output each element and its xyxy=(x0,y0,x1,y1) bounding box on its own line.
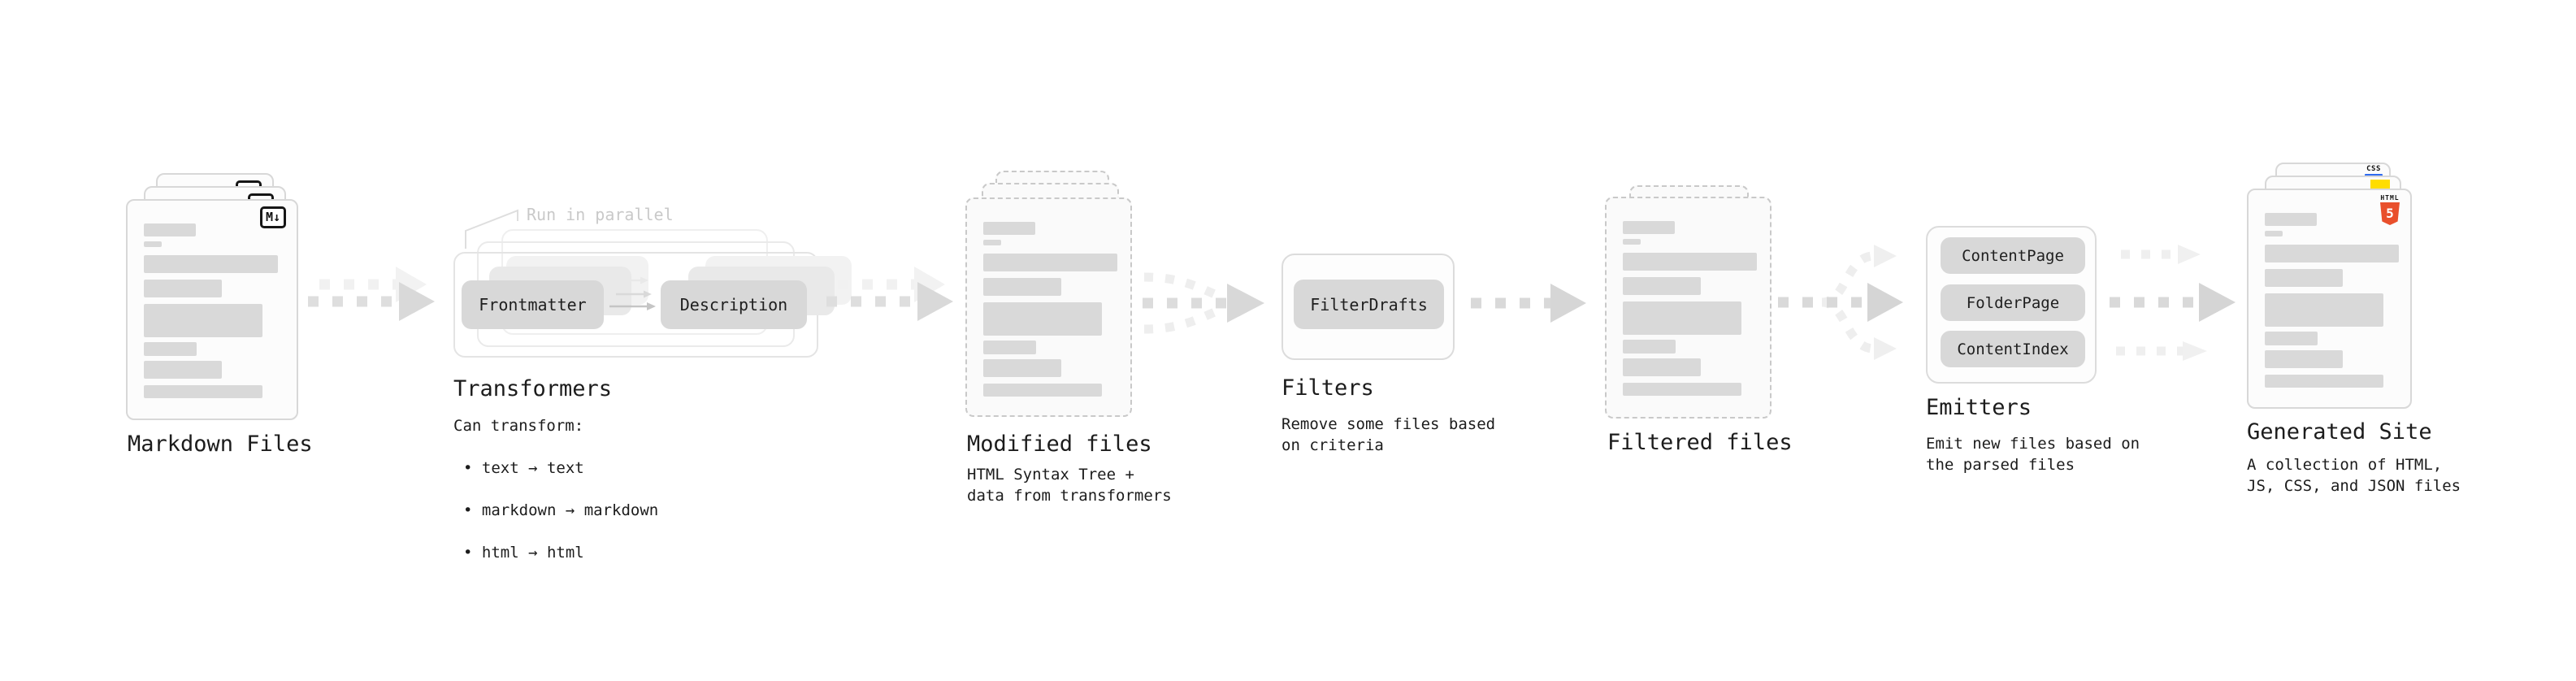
text-line-placeholder xyxy=(983,240,1001,245)
text-line-placeholder xyxy=(983,359,1061,377)
text-line-placeholder xyxy=(144,255,278,273)
run-in-parallel-note: Run in parallel xyxy=(527,205,674,224)
description-chip-label: Description xyxy=(679,295,788,314)
text-line-placeholder xyxy=(144,280,222,297)
filterdrafts-chip: FilterDrafts xyxy=(1294,280,1444,329)
text-line-placeholder xyxy=(2265,293,2383,327)
folderpage-chip-label: FolderPage xyxy=(1966,293,2060,312)
transformers-heading: Can transform: xyxy=(453,417,584,435)
text-line-placeholder xyxy=(1623,239,1641,245)
text-line-placeholder xyxy=(1623,358,1701,376)
text-line-placeholder xyxy=(2265,245,2399,262)
arrow-markdown-to-transformers xyxy=(308,267,435,321)
text-line-placeholder xyxy=(1623,277,1701,295)
text-line-placeholder xyxy=(983,278,1061,296)
emitters-title: Emitters xyxy=(1926,395,2032,420)
transformers-bullet: • markdown → markdown xyxy=(463,501,659,519)
text-line-placeholder xyxy=(144,223,196,236)
text-line-placeholder xyxy=(1623,383,1741,396)
generated-site-title: Generated Site xyxy=(2247,419,2432,445)
transformers-bullet: • text → text xyxy=(463,459,584,477)
arrow-filters-to-filtered xyxy=(1471,284,1586,323)
text-line-placeholder xyxy=(144,304,262,337)
contentindex-chip: ContentIndex xyxy=(1941,331,2085,367)
filtered-files-title: Filtered files xyxy=(1607,430,1793,455)
filtered-file-card xyxy=(1605,197,1772,419)
text-line-placeholder xyxy=(1623,301,1741,335)
run-in-parallel-callout-line xyxy=(465,209,518,249)
text-line-placeholder xyxy=(983,222,1035,235)
transformer-step-arrows xyxy=(609,276,656,310)
html5-shield: 5 xyxy=(2380,202,2400,225)
text-line-placeholder xyxy=(144,361,222,379)
filters-title: Filters xyxy=(1281,375,1374,401)
filters-subtitle: Remove some files based on criteria xyxy=(1281,415,1496,454)
markdown-file-card: M↓ xyxy=(126,199,298,420)
transformers-title: Transformers xyxy=(453,376,613,401)
css-icon-label: CSS xyxy=(2366,165,2381,173)
text-line-placeholder xyxy=(2265,269,2343,287)
frontmatter-chip: Frontmatter xyxy=(462,280,604,329)
html5-icon-label: HTML xyxy=(2380,194,2400,202)
emitters-subtitle: Emit new files based on the parsed files xyxy=(1926,435,2140,474)
text-line-placeholder xyxy=(144,385,262,398)
modified-file-card xyxy=(965,197,1132,417)
generated-file-card-html: HTML 5 xyxy=(2247,189,2412,409)
arrows-emitters-to-generated xyxy=(2110,245,2236,361)
text-line-placeholder xyxy=(983,340,1036,354)
text-line-placeholder xyxy=(983,302,1102,336)
text-line-placeholder xyxy=(144,342,197,356)
arrow-filtered-to-emitters-fanout xyxy=(1778,245,1903,360)
html5-icon: HTML 5 xyxy=(2379,194,2400,225)
contentindex-chip-label: ContentIndex xyxy=(1957,340,2069,358)
text-line-placeholder xyxy=(1623,221,1675,234)
text-line-placeholder xyxy=(983,254,1117,271)
js-icon xyxy=(2370,180,2390,189)
text-line-placeholder xyxy=(2265,332,2318,345)
markdown-files-title: Markdown Files xyxy=(128,432,313,457)
text-line-placeholder xyxy=(1623,340,1676,354)
filterdrafts-chip-label: FilterDrafts xyxy=(1310,294,1428,314)
text-line-placeholder xyxy=(2265,231,2283,236)
modified-files-title: Modified files xyxy=(967,432,1152,457)
html5-digit: 5 xyxy=(2386,206,2394,221)
transformers-bullet-list: • text → text • markdown → markdown • ht… xyxy=(463,436,658,584)
folderpage-chip: FolderPage xyxy=(1941,284,2085,321)
arrow-modified-to-filters-merge xyxy=(1143,272,1264,334)
contentpage-chip: ContentPage xyxy=(1941,237,2085,274)
generated-site-subtitle: A collection of HTML, JS, CSS, and JSON … xyxy=(2247,456,2461,495)
text-line-placeholder xyxy=(144,241,162,247)
description-chip: Description xyxy=(661,280,807,329)
text-line-placeholder xyxy=(2265,375,2383,388)
modified-files-subtitle: HTML Syntax Tree + data from transformer… xyxy=(967,466,1172,505)
markdown-icon: M↓ xyxy=(259,206,286,228)
arrow-transformers-to-modified xyxy=(826,267,953,321)
transformers-bullet: • html → html xyxy=(463,544,584,562)
text-line-placeholder xyxy=(983,384,1102,397)
text-line-placeholder xyxy=(2265,350,2343,368)
text-line-placeholder xyxy=(1623,253,1757,271)
contentpage-chip-label: ContentPage xyxy=(1962,246,2064,265)
text-line-placeholder xyxy=(2265,213,2317,226)
frontmatter-chip-label: Frontmatter xyxy=(479,295,587,314)
